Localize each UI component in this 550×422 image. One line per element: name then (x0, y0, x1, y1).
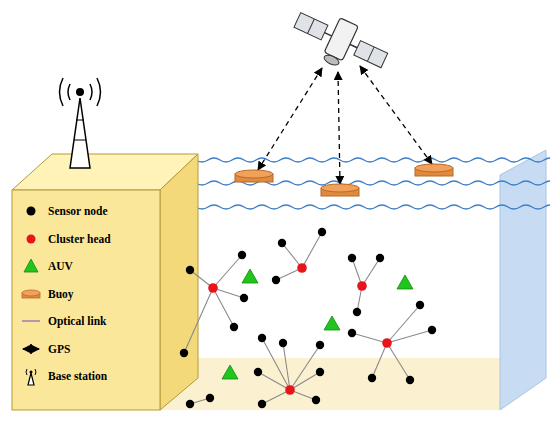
legend-symbol (20, 229, 42, 249)
legend-text: AUV (48, 260, 73, 272)
legend-text: Cluster head (48, 233, 111, 245)
building-side (160, 154, 198, 410)
water (160, 172, 502, 410)
legend-row: Optical link (20, 311, 106, 331)
legend-row: Base station (20, 366, 107, 386)
waves (160, 158, 550, 209)
legend-symbol (20, 201, 42, 221)
legend-symbol (20, 366, 42, 386)
base-station (60, 78, 101, 168)
legend-symbol (20, 256, 42, 276)
legend-text: Base station (48, 370, 107, 382)
building-front (12, 190, 160, 410)
legend-row: GPS (20, 339, 70, 359)
legend-text: Optical link (48, 315, 106, 327)
legend-text: Sensor node (48, 205, 108, 217)
legend-row: Buoy (20, 284, 74, 304)
seabed (160, 358, 502, 410)
legend-symbol (20, 311, 42, 331)
legend-row: AUV (20, 256, 73, 276)
legend-row: Sensor node (20, 201, 108, 221)
water-side-face (500, 150, 546, 410)
legend-symbol (20, 284, 42, 304)
satellite (286, 2, 392, 84)
buoys (235, 164, 453, 196)
legend-text: Buoy (48, 288, 74, 300)
sensor-network (180, 228, 436, 408)
legend-text: GPS (48, 343, 70, 355)
gps-links (258, 66, 432, 184)
legend-symbol (20, 339, 42, 359)
legend-row: Cluster head (20, 229, 111, 249)
